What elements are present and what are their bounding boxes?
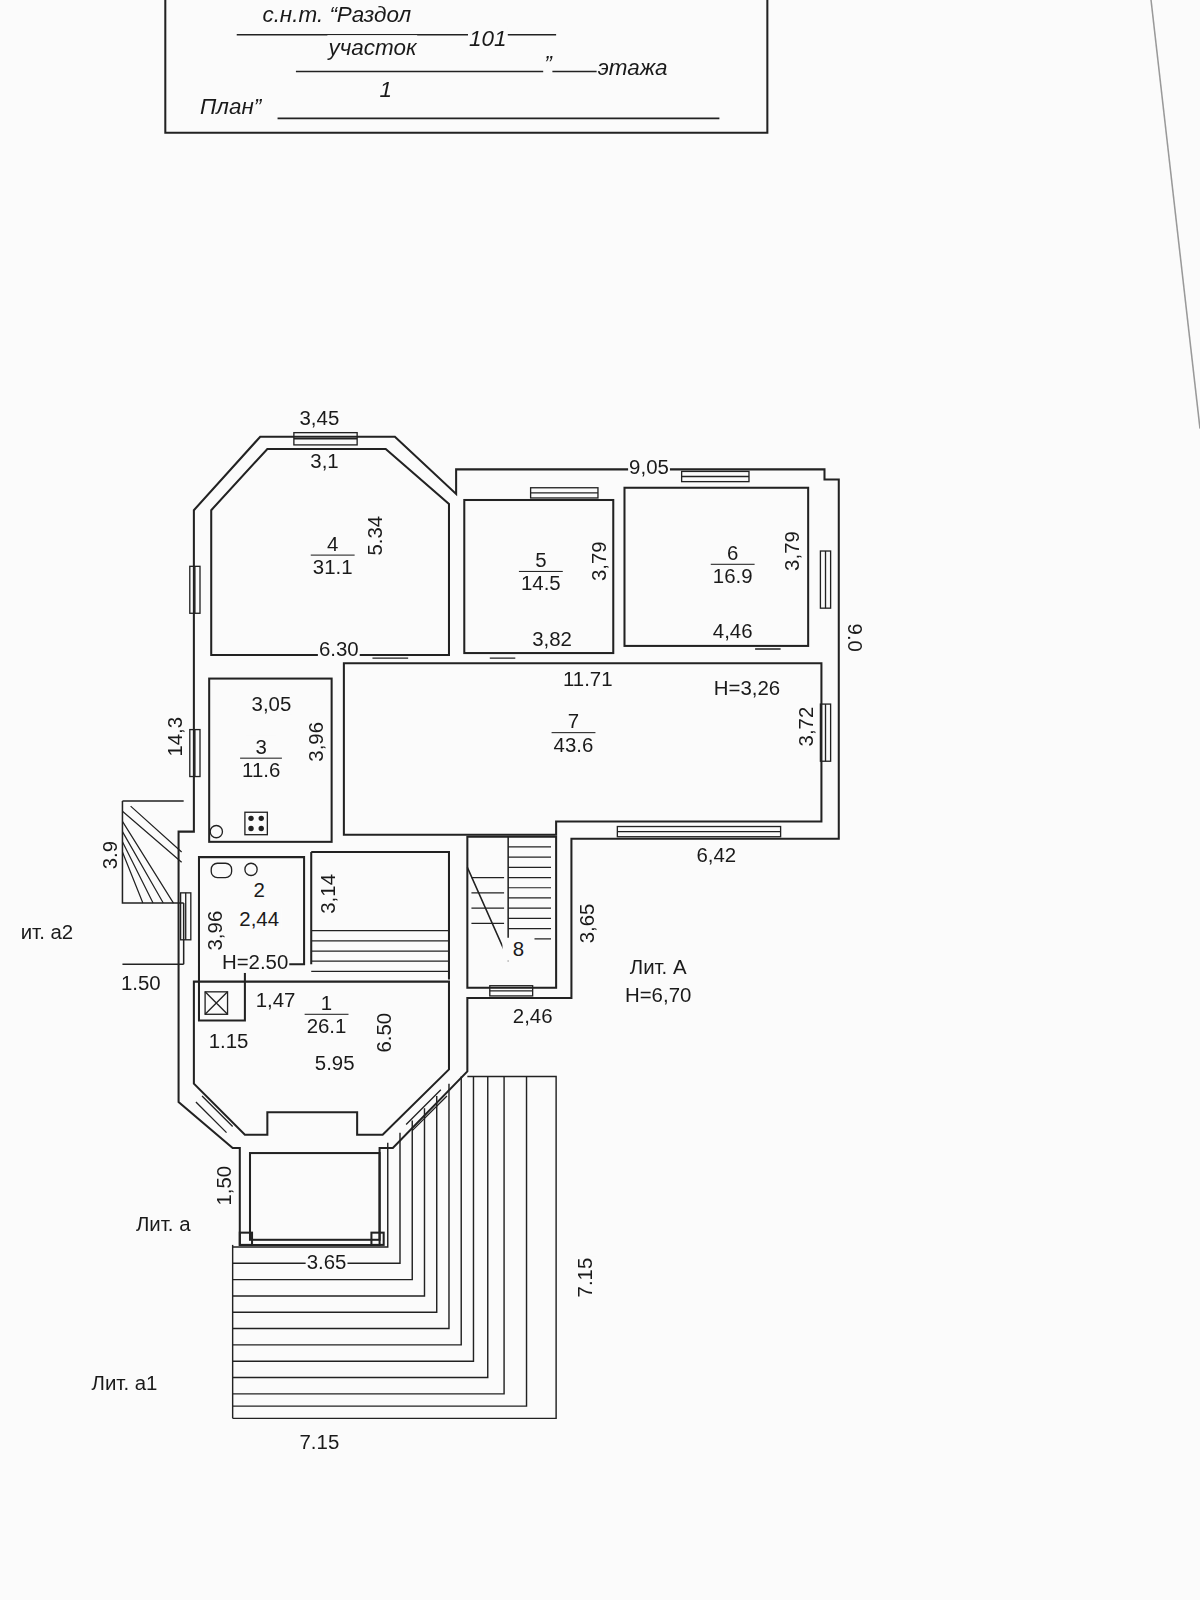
title-text: ” [543, 51, 553, 75]
dimension-label: 9.0 [844, 623, 865, 653]
room-label: 431.1 [311, 532, 355, 578]
title-text: 1 [378, 78, 393, 102]
room-number: 5 [525, 548, 557, 570]
room-label: 8 [502, 938, 534, 960]
dimension-label: 9,05 [628, 457, 670, 478]
room-number: 8 [502, 938, 534, 960]
room-label: 616.9 [711, 541, 755, 587]
title-text: План” [199, 94, 262, 118]
title-text: с.н.т. “Раздол [261, 3, 412, 27]
dimension-label: 5.95 [314, 1053, 356, 1074]
dimension-label: Лит. А [629, 957, 688, 978]
dimension-label: Лит. а1 [91, 1373, 159, 1394]
dimension-label: 3,79 [588, 540, 609, 582]
room-label: 311.6 [240, 735, 282, 781]
dimension-label: 7.15 [299, 1432, 341, 1453]
title-text: 101 [468, 27, 508, 51]
dimension-label: 11.71 [562, 669, 614, 690]
room-number: 7 [558, 710, 590, 732]
dimension-label: 6.50 [374, 1012, 395, 1054]
dimension-label: 5.34 [365, 515, 386, 557]
dimension-label: H=6,70 [624, 984, 692, 1005]
room-area: 43.6 [552, 732, 596, 755]
dimension-label: 14,3 [165, 716, 186, 758]
room-number: 2 [243, 879, 275, 901]
dimension-label: 4,46 [712, 621, 754, 642]
dimension-label: 1.50 [120, 973, 162, 994]
dimension-label: 3,96 [205, 910, 226, 952]
title-text: этажа [597, 56, 669, 80]
title-text: участок [327, 35, 417, 59]
dimension-label: 3,45 [299, 408, 341, 429]
room-number: 3 [245, 735, 277, 757]
dimension-label: ит. а2 [20, 922, 75, 943]
room-label: 22,44 [237, 879, 281, 930]
dimension-label: 3,96 [306, 721, 327, 763]
dimension-label: Лит. а [135, 1214, 192, 1235]
dimension-label: H=2.50 [221, 952, 289, 973]
room-area: 2,44 [237, 907, 281, 929]
dimension-label: 3,72 [795, 706, 816, 748]
dimension-label: 3.65 [306, 1252, 348, 1273]
room-area: 14.5 [519, 571, 563, 594]
dimension-label: 1,50 [214, 1165, 235, 1207]
dimension-label: 6,42 [695, 844, 737, 865]
room-area: 16.9 [711, 564, 755, 587]
room-number: 6 [717, 541, 749, 563]
dimension-label: 3,65 [577, 903, 598, 945]
dimension-label: 6.30 [318, 638, 360, 659]
room-area: 26.1 [305, 1014, 349, 1037]
dimension-label: 3,82 [531, 629, 573, 650]
room-area: 31.1 [311, 555, 355, 578]
room-label: 126.1 [305, 991, 349, 1037]
room-label: 514.5 [519, 548, 563, 594]
dimension-label: 3,14 [318, 873, 339, 915]
dimension-label: H=3,26 [713, 678, 781, 699]
dimension-label: 2,46 [512, 1006, 554, 1027]
dimension-label: 3,05 [251, 693, 293, 714]
room-label: 743.6 [552, 710, 596, 756]
dimension-label: 3.9 [99, 840, 120, 870]
dimension-label: 7.15 [575, 1257, 596, 1299]
dimension-label: 1,47 [255, 989, 297, 1010]
dimension-label: 1.15 [208, 1031, 250, 1052]
room-number: 4 [317, 532, 349, 554]
room-number: 1 [311, 991, 343, 1013]
room-area: 11.6 [240, 758, 282, 781]
dimension-label: 3,1 [309, 451, 339, 472]
dimension-label: 3,79 [782, 530, 803, 572]
